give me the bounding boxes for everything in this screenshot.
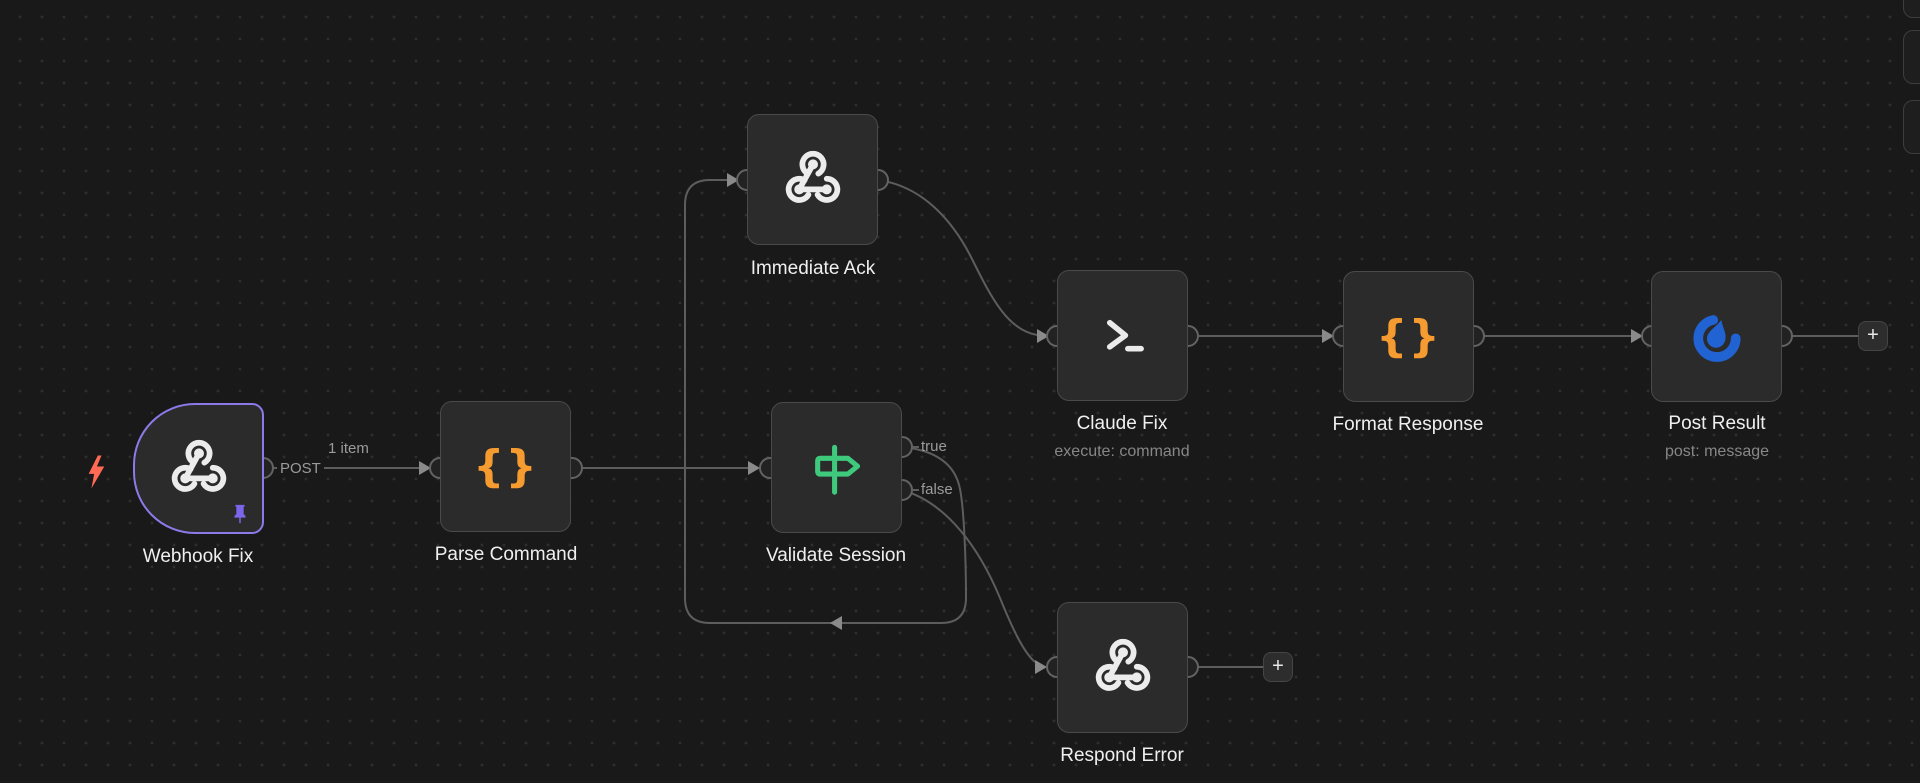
node-post-result[interactable] bbox=[1651, 271, 1782, 402]
node-subtitle: execute: command bbox=[1054, 443, 1190, 460]
panel-button[interactable] bbox=[1903, 30, 1920, 84]
webhook-icon bbox=[1095, 638, 1150, 691]
edge-label-false: false bbox=[921, 481, 953, 498]
edge-label-post: POST bbox=[277, 460, 324, 477]
webhook-icon bbox=[171, 439, 226, 492]
add-node-button[interactable]: + bbox=[1263, 652, 1293, 682]
arrowhead-left-icon bbox=[830, 616, 842, 630]
edge-true-to-immediate-ack[interactable] bbox=[684, 179, 968, 624]
node-label: Format Response bbox=[1332, 414, 1484, 435]
terminal-icon bbox=[1106, 319, 1144, 351]
panel-button[interactable] bbox=[1903, 100, 1920, 154]
node-subtitle: post: message bbox=[1664, 443, 1770, 460]
node-label: Claude Fix bbox=[1076, 413, 1168, 434]
pin-icon bbox=[234, 504, 246, 524]
node-claude-fix[interactable] bbox=[1057, 270, 1188, 401]
node-label: Post Result bbox=[1668, 413, 1766, 434]
arrowhead-icon bbox=[1631, 329, 1643, 343]
edge-label-true: true bbox=[921, 438, 947, 455]
mattermost-icon bbox=[1692, 314, 1741, 362]
node-label: Webhook Fix bbox=[142, 546, 254, 567]
panel-button[interactable] bbox=[1903, 0, 1920, 18]
node-parse-command[interactable]: {} bbox=[440, 401, 571, 532]
node-respond-error[interactable] bbox=[1057, 602, 1188, 733]
node-label: Validate Session bbox=[765, 545, 907, 566]
edge-immediate-ack-to-claude[interactable] bbox=[877, 179, 1038, 336]
code-braces-icon: {} bbox=[473, 440, 538, 492]
webhook-icon bbox=[785, 150, 840, 203]
code-braces-icon: {} bbox=[1376, 310, 1441, 362]
node-label: Immediate Ack bbox=[750, 258, 876, 279]
edge-label-item-count: 1 item bbox=[328, 440, 369, 457]
arrowhead-icon bbox=[1322, 329, 1334, 343]
arrowhead-icon bbox=[1035, 660, 1047, 674]
node-webhook-fix[interactable] bbox=[133, 403, 264, 534]
node-label: Respond Error bbox=[1060, 745, 1184, 766]
arrowhead-icon bbox=[1037, 329, 1049, 343]
node-immediate-ack[interactable] bbox=[747, 114, 878, 245]
trigger-bolt-icon bbox=[88, 455, 105, 489]
arrowhead-icon bbox=[419, 461, 431, 475]
arrowhead-icon bbox=[727, 173, 739, 187]
node-format-response[interactable]: {} bbox=[1343, 271, 1474, 402]
add-node-button[interactable]: + bbox=[1858, 321, 1888, 351]
edge-false-to-respond-error[interactable] bbox=[901, 489, 1036, 663]
arrowhead-icon bbox=[748, 461, 760, 475]
node-label: Parse Command bbox=[434, 544, 578, 565]
signpost-icon bbox=[814, 444, 860, 495]
node-validate-session[interactable] bbox=[771, 402, 902, 533]
